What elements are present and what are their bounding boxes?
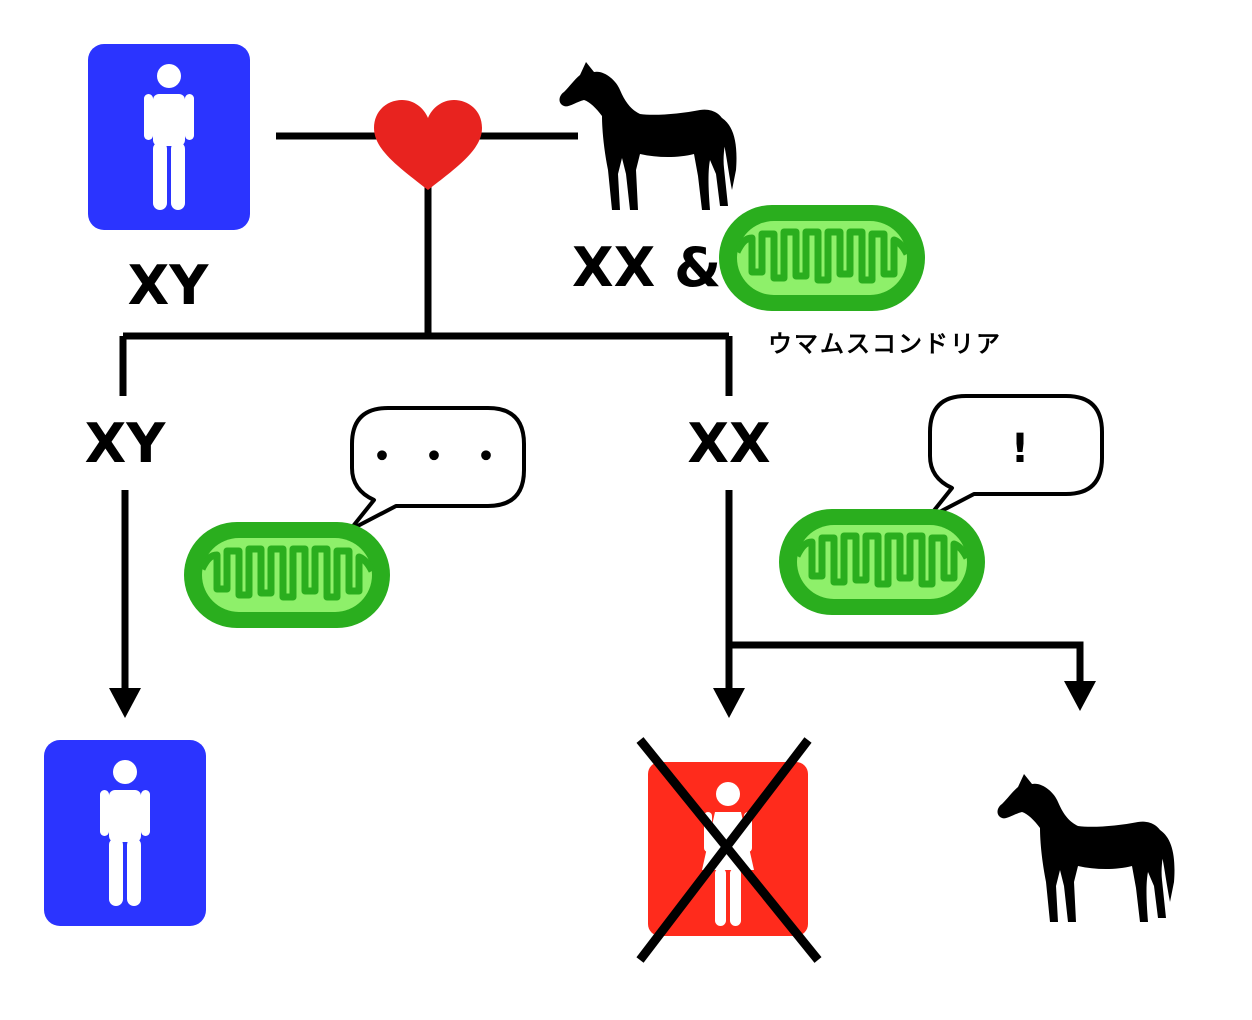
son-genotype-label: XY bbox=[85, 412, 167, 475]
daughter-speech-text: ! bbox=[1011, 426, 1029, 472]
mother-mitochondrion-icon bbox=[719, 205, 925, 311]
mother-genotype-label: XX & bbox=[572, 236, 721, 299]
father-male-sign bbox=[88, 44, 250, 230]
son-speech-text: ・・・ bbox=[362, 434, 518, 480]
daughter-mitochondrion-icon bbox=[779, 509, 985, 615]
daughter-female-sign-crossed bbox=[636, 737, 822, 963]
cross-out-line-2 bbox=[636, 737, 812, 963]
mother-horse-icon bbox=[559, 62, 737, 210]
horse-arrowhead bbox=[1064, 681, 1096, 711]
daughter-genotype-label: XX bbox=[687, 412, 770, 475]
heart-icon bbox=[374, 100, 482, 190]
son-mitochondrion-icon bbox=[184, 522, 390, 628]
son-arrowhead bbox=[109, 688, 141, 718]
daughter-arrowhead bbox=[713, 688, 745, 718]
offspring-horse-icon bbox=[997, 774, 1175, 922]
branch-to-horse-line bbox=[729, 641, 1084, 685]
pedigree-lines bbox=[119, 132, 1084, 692]
mitochondria-caption: ウマムスコンドリア bbox=[768, 330, 1002, 358]
arrowheads bbox=[109, 681, 1096, 718]
father-genotype-label: XY bbox=[128, 254, 210, 317]
